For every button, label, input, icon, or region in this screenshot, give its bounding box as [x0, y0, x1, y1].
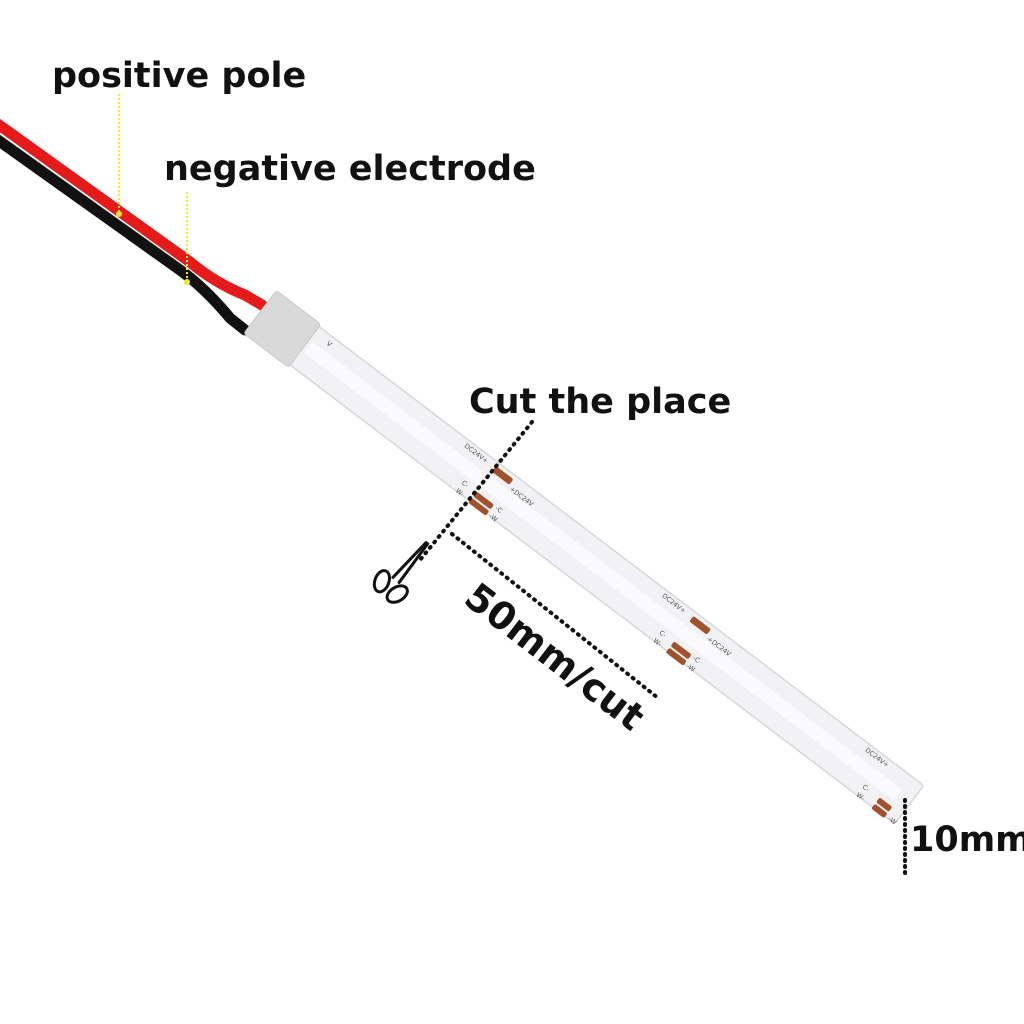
wire-bundle [0, 118, 268, 336]
cut-place-label: Cut the place [469, 382, 731, 422]
end-cap [244, 291, 321, 367]
negative-electrode-label: negative electrode [164, 149, 536, 189]
copper-pad [666, 648, 687, 665]
cut-length-dimension-line [450, 532, 660, 700]
pad-label-minus-w: -W [685, 662, 697, 674]
pad-label-c-minus: C- [658, 629, 669, 640]
scissors-icon [372, 541, 430, 604]
positive-pole-label: positive pole [52, 56, 306, 96]
copper-pad [492, 466, 513, 484]
copper-pad [690, 616, 711, 634]
negative-wire [0, 134, 251, 336]
end-marker-text: V [325, 340, 334, 349]
copper-pad [468, 498, 489, 516]
copper-pad [473, 492, 494, 509]
pad-label-minus-w: -W [487, 512, 499, 524]
pad-label-c-minus: C- [861, 783, 872, 794]
negative-leader-dot [184, 279, 190, 285]
positive-leader-dot [116, 211, 122, 217]
pad-label-minus-c: -C [691, 654, 702, 665]
pad-label-w-minus: W- [855, 791, 867, 803]
copper-pad [871, 804, 887, 818]
cut-line [418, 420, 534, 562]
width-label: 10mm [910, 820, 1024, 860]
pad-label-minus-c: -C [493, 504, 504, 515]
pad-label-w-minus: W- [652, 637, 664, 649]
copper-pad [671, 642, 691, 659]
pad-label-minus-w: -W [887, 815, 899, 827]
copper-pad [876, 798, 892, 811]
pad-label-c-minus: C- [460, 479, 471, 490]
pad-label-w-minus: W- [454, 487, 466, 499]
positive-wire [0, 118, 268, 311]
strip-highlight [304, 341, 903, 801]
led-strip: V DC24V+ +DC24V C- W- -C -W DC24V+ +DC24… [244, 291, 924, 827]
